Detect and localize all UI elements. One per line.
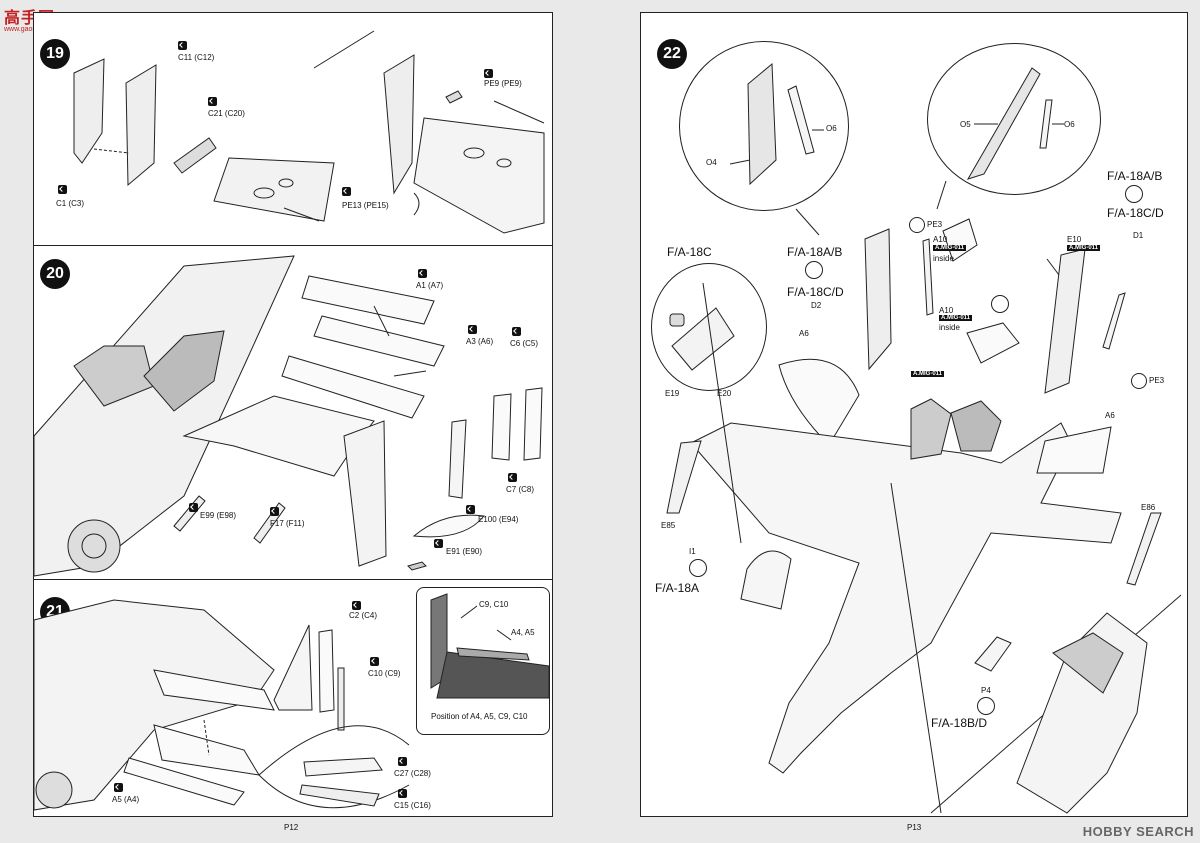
step-19-number: 19 <box>40 39 70 69</box>
variant-label: F/A-18C <box>667 245 712 259</box>
variant-label: F/A-18A <box>655 581 700 595</box>
part-label: D2 <box>811 301 822 310</box>
step-22-number: 22 <box>657 39 687 69</box>
paint-code-badge: A.MIG-011 <box>911 371 945 377</box>
cement-icon <box>370 657 379 666</box>
part-label: O5 <box>960 120 971 129</box>
swap-icon <box>977 697 995 715</box>
part-label: C6 (C5) <box>510 339 539 348</box>
part-label: A5 (A4) <box>112 795 140 804</box>
part-label: PE3 <box>927 220 943 229</box>
part-label: A6 <box>1105 411 1115 420</box>
cement-icon <box>466 505 475 514</box>
swap-icon <box>1131 373 1147 389</box>
part-label: C7 (C8) <box>506 485 535 494</box>
swap-icon <box>991 295 1009 313</box>
paint-code-badge: A.MIG-011 <box>1067 245 1101 251</box>
part-label: A10 <box>933 235 948 244</box>
detail-circle-right: O5 O6 <box>927 43 1101 195</box>
cement-icon <box>512 327 521 336</box>
instruction-page-right: 22 O4 O6 O5 O6 F/A-18A/B F/A-18C/D <box>640 12 1188 832</box>
cement-icon <box>434 539 443 548</box>
part-label: E20 <box>717 389 732 398</box>
part-label: E10 <box>1067 235 1082 244</box>
part-label: F17 (F11) <box>270 519 305 528</box>
part-label: O6 <box>1064 120 1075 129</box>
part-label: E85 <box>661 521 676 530</box>
part-label: E86 <box>1141 503 1156 512</box>
cement-icon <box>352 601 361 610</box>
step-22-drawing <box>666 180 1182 814</box>
part-label: E99 (E98) <box>200 511 237 520</box>
part-label: D1 <box>1133 231 1144 240</box>
cement-icon <box>178 41 187 50</box>
variant-label: F/A-18B/D <box>931 716 988 730</box>
swap-icon <box>805 261 823 279</box>
cement-icon <box>468 325 477 334</box>
cement-icon <box>342 187 351 196</box>
page-number: P13 <box>907 823 922 832</box>
variant-label: F/A-18C/D <box>1107 206 1164 220</box>
cement-icon <box>189 503 198 512</box>
cement-icon <box>398 757 407 766</box>
inset-label: A4, A5 <box>511 628 535 637</box>
part-label: A6 <box>799 329 809 338</box>
step-20-number: 20 <box>40 259 70 289</box>
step-divider <box>34 579 552 580</box>
detail-drawing <box>729 62 824 186</box>
cement-icon <box>58 185 67 194</box>
part-label: C27 (C28) <box>394 769 431 778</box>
watermark-bottom: HOBBY SEARCH <box>1082 824 1194 839</box>
part-label: O6 <box>826 124 837 133</box>
step-21-drawing <box>33 599 410 811</box>
variant-label: F/A-18C/D <box>787 285 844 299</box>
detail-drawing <box>966 67 1064 180</box>
part-label: C21 (C20) <box>208 109 245 118</box>
page-number: P12 <box>284 823 299 832</box>
detail-drawing <box>669 307 735 371</box>
part-label: C15 (C16) <box>394 801 431 810</box>
part-label: PE3 <box>1149 376 1165 385</box>
cement-icon <box>270 507 279 516</box>
part-label: A3 (A6) <box>466 337 494 346</box>
cement-icon <box>508 473 517 482</box>
position-inset: C9, C10 A4, A5 Position of A4, A5, C9, C… <box>416 587 550 735</box>
part-label: E19 <box>665 389 680 398</box>
part-label: C1 (C3) <box>56 199 85 208</box>
part-label: P4 <box>981 686 991 695</box>
part-label: O4 <box>706 158 717 167</box>
inset-label: C9, C10 <box>479 600 509 609</box>
swap-icon <box>689 559 707 577</box>
inset-caption: Position of A4, A5, C9, C10 <box>431 712 528 721</box>
part-label: C10 (C9) <box>368 669 401 678</box>
part-label: A10 <box>939 306 954 315</box>
cement-icon <box>484 69 493 78</box>
part-label: inside <box>933 254 954 263</box>
paint-code-badge: A.MIG-011 <box>933 245 967 251</box>
inset-drawing <box>430 593 549 699</box>
part-label: I1 <box>689 547 696 556</box>
step-20-drawing <box>33 255 543 577</box>
variant-label: F/A-18A/B <box>1107 169 1163 183</box>
variant-label: F/A-18A/B <box>787 245 843 259</box>
part-label: A1 (A7) <box>416 281 444 290</box>
swap-icon <box>1125 185 1143 203</box>
swap-icon <box>909 217 925 233</box>
part-label: PE9 (PE9) <box>484 79 522 88</box>
part-label: C2 (C4) <box>349 611 378 620</box>
part-label: PE13 (PE15) <box>342 201 389 210</box>
cement-icon <box>208 97 217 106</box>
part-label: inside <box>939 323 960 332</box>
cement-icon <box>114 783 123 792</box>
step-divider <box>34 245 552 246</box>
paint-code-badge: A.MIG-011 <box>939 315 973 321</box>
instruction-page-left: 19 C11 (C12) C21 (C20) C1 (C3) PE9 (PE9)… <box>33 12 553 832</box>
step-19-drawing <box>73 30 545 234</box>
part-label: E91 (E90) <box>446 547 483 556</box>
part-label: E100 (E94) <box>478 515 519 524</box>
cement-icon <box>418 269 427 278</box>
cement-icon <box>398 789 407 798</box>
detail-circle-left: O4 O6 <box>679 41 849 211</box>
part-label: C11 (C12) <box>178 53 215 62</box>
